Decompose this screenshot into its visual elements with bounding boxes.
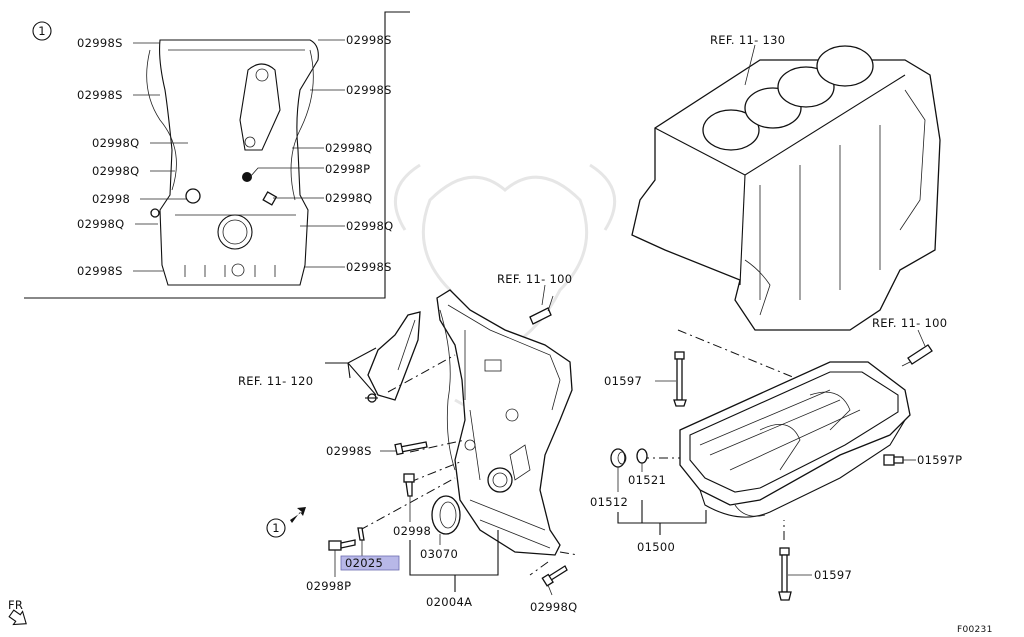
- alignment-dashes: [359, 329, 801, 576]
- oil-pan-drawing: [679, 361, 911, 518]
- detail-label-r5: 02998Q: [346, 219, 393, 233]
- ref-cover-sensor-label: REF. 11- 100: [497, 272, 572, 286]
- direction-label: FR: [8, 598, 23, 612]
- detail-label-l1: 02998S: [77, 88, 123, 102]
- engine-block-drawing: [631, 45, 941, 331]
- bracket-drawing: [365, 311, 421, 403]
- bolt-02998p-label: 02998P: [306, 579, 351, 593]
- detail-cover-drawing: [146, 39, 319, 286]
- plug-01512-label: 01512: [590, 495, 628, 509]
- bolt-01597-upper-label: 01597: [604, 374, 642, 388]
- main-callout-number: 1: [272, 521, 280, 535]
- detail-label-r3: 02998P: [325, 162, 370, 176]
- bolt-01597-upper-drawing: [673, 351, 687, 407]
- bolt-02998p-drawing: [328, 527, 365, 551]
- gasket-01521-label: 01521: [628, 473, 666, 487]
- cover-assy-bracket: [409, 530, 499, 592]
- detail-label-l6: 02998S: [77, 264, 123, 278]
- detail-label-r4: 02998Q: [325, 191, 372, 205]
- cover-sensor-drawing: [529, 295, 554, 325]
- detail-box: [24, 11, 410, 299]
- bolt-02998s-drawing: [394, 441, 428, 456]
- figure-code: F00231: [957, 625, 993, 635]
- bolt-02998s-label: 02998S: [326, 444, 372, 458]
- gasket-01521-drawing: [636, 448, 648, 464]
- detail-label-l4: 02998: [92, 192, 130, 206]
- highlighted-part-box[interactable]: [340, 555, 400, 571]
- detail-label-r1: 02998S: [346, 83, 392, 97]
- front-arrow-icon: [8, 609, 27, 626]
- callout-arrow-icon: [290, 507, 306, 523]
- cover-assy-label: 02004A: [426, 595, 472, 609]
- detail-label-l0: 02998S: [77, 36, 123, 50]
- ref-bracket-label: REF. 11- 120: [238, 374, 313, 388]
- detail-labels: 1 02998S 02998S 02998Q 02998Q 02998 0299…: [38, 24, 393, 278]
- detail-leaders: [133, 39, 345, 272]
- bolt-01597p-drawing: [883, 454, 904, 466]
- seal-03070-label: 03070: [420, 547, 458, 561]
- detail-label-r0: 02998S: [346, 33, 392, 47]
- detail-callout-circle: [32, 21, 52, 41]
- highlighted-part-label[interactable]: 02025: [345, 556, 383, 570]
- main-callout-circle: [266, 518, 286, 538]
- oilpan-sensor-drawing: [901, 344, 933, 367]
- detail-label-r2: 02998Q: [325, 141, 372, 155]
- detail-label-l5: 02998Q: [77, 217, 124, 231]
- bolt-02998q-drawing: [541, 565, 568, 587]
- timing-cover-drawing: [436, 289, 573, 556]
- plug-01512-drawing: [610, 448, 627, 468]
- oil-pan-label: 01500: [637, 540, 675, 554]
- ref-bracket-leader: [325, 347, 377, 396]
- bolt-02998q-leader: [547, 584, 553, 596]
- bolt-02998-label: 02998: [393, 524, 431, 538]
- detail-callout-number: 1: [38, 24, 46, 38]
- ref-oilpan-sensor-leader: [917, 329, 926, 347]
- seal-03070-drawing: [431, 495, 461, 535]
- detail-label-r6: 02998S: [346, 260, 392, 274]
- ref-block-label: REF. 11- 130: [710, 33, 785, 47]
- bolt-01597-lower-label: 01597: [814, 568, 852, 582]
- ref-block-leader: [744, 44, 756, 86]
- detail-label-l3: 02998Q: [92, 164, 139, 178]
- oil-pan-bracket: [617, 500, 707, 535]
- detail-label-l2: 02998Q: [92, 136, 139, 150]
- bolt-01597-lower-drawing: [778, 547, 792, 601]
- bolt-02998q-label: 02998Q: [530, 600, 577, 614]
- bolt-01597p-label: 01597P: [917, 453, 962, 467]
- ref-cover-sensor-leader: [541, 284, 546, 306]
- ref-oilpan-sensor-label: REF. 11- 100: [872, 316, 947, 330]
- bolt-02998-drawing: [403, 473, 415, 497]
